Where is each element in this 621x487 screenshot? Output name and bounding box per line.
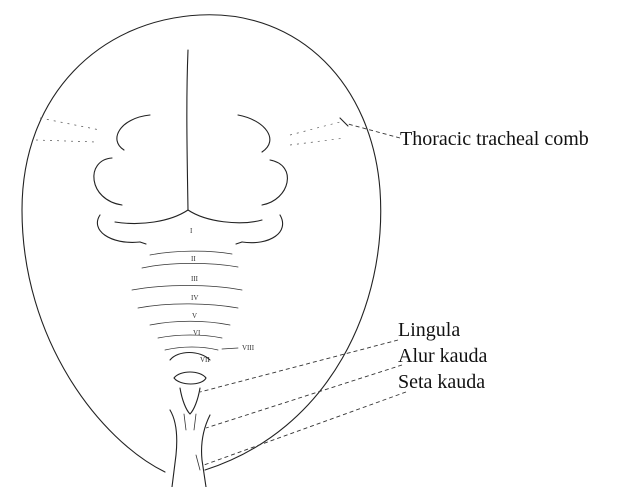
right-tracheal-line-lower: [290, 138, 345, 145]
left-lobe-upper: [117, 115, 150, 150]
leader-alur-kauda: [206, 365, 402, 428]
right-lobe-upper: [238, 115, 270, 152]
segment-numeral: III: [191, 275, 199, 283]
right-lobe-middle: [262, 160, 287, 205]
operculum: [174, 372, 206, 384]
median-suture: [187, 50, 188, 210]
left-lobe-lower: [97, 215, 140, 242]
transverse-suture-right: [188, 210, 262, 223]
left-spiracle: [140, 242, 146, 244]
segment-numeral: V: [192, 312, 197, 320]
caudal-process: [170, 410, 177, 487]
left-tracheal-line-upper: [40, 118, 100, 130]
segment-numeral: II: [191, 255, 196, 263]
segment-line: [158, 335, 222, 338]
segment-line: [138, 304, 238, 308]
leader-lingula: [200, 340, 398, 392]
segment-line: [142, 263, 238, 268]
segment-numeral: IV: [191, 294, 198, 302]
segment-line: [132, 286, 242, 291]
transverse-suture: [115, 210, 188, 224]
segment-line: [150, 321, 230, 325]
leader-seta-kauda: [204, 392, 406, 465]
left-lobe-middle: [94, 158, 122, 205]
segment-numeral: VIII: [242, 344, 255, 352]
right-tracheal-line-upper: [290, 122, 340, 135]
label-seta-kauda: Seta kauda: [398, 371, 485, 393]
label-lingula: Lingula: [398, 319, 460, 341]
leader-thoracic-comb: [348, 124, 400, 138]
segment-line: [165, 347, 218, 350]
segment-numeral: VII: [200, 356, 210, 364]
right-lobe-lower: [242, 215, 283, 243]
body-outline: [22, 15, 381, 472]
segment-viii-arrow: [222, 348, 238, 349]
caudal-process-right: [202, 415, 210, 487]
lingula-shape: [180, 388, 200, 414]
label-alur-kauda: Alur kauda: [398, 345, 488, 367]
left-tracheal-line-lower: [36, 140, 96, 142]
caudal-seta: [196, 455, 200, 470]
right-comb-mark: [340, 118, 348, 126]
caudal-furrow: [184, 414, 196, 430]
label-thoracic-tracheal-comb: Thoracic tracheal comb: [400, 128, 589, 150]
right-spiracle: [236, 242, 242, 244]
segment-numeral: I: [190, 227, 193, 235]
segment-numeral: VI: [193, 329, 201, 337]
